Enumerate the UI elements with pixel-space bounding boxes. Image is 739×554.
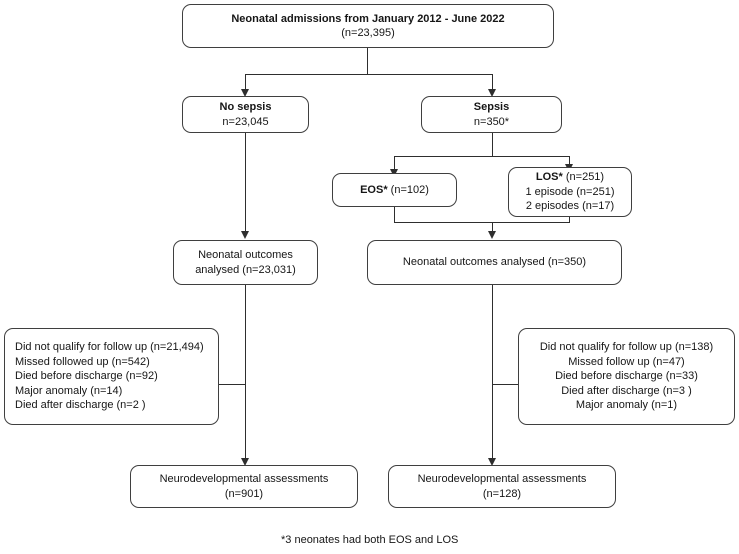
connector-merge-stem — [492, 222, 494, 234]
node-neonatal-admissions: Neonatal admissions from January 2012 - … — [182, 4, 554, 48]
node-eos: EOS* (n=102) — [332, 173, 457, 207]
node-assessments-left-line1: Neurodevelopmental assessments — [159, 473, 329, 485]
node-los-count: (n=251) — [562, 171, 605, 184]
connector-no-sepsis-to-outcomes — [245, 133, 247, 233]
arrow-to-no-sepsis — [241, 89, 249, 97]
connector-top-stem — [367, 48, 369, 74]
connector-exclusions-left-stub — [219, 384, 246, 386]
connector-left-outcomes-to-assessments — [245, 285, 247, 460]
box-exclusions-right: Did not qualify for follow up (n=138) Mi… — [518, 328, 735, 425]
node-assessments-left: Neurodevelopmental assessments (n=901) — [130, 465, 358, 508]
arrow-to-outcomes-right — [488, 231, 496, 239]
connector-sepsis-stem — [492, 133, 494, 157]
connector-top-split — [245, 74, 493, 76]
node-neonatal-admissions-line1: Neonatal admissions from January 2012 - … — [231, 12, 505, 25]
node-los-line2: 1 episode (n=251) — [525, 185, 615, 198]
connector-exclusions-right-stub — [492, 384, 518, 386]
connector-eos-los-merge — [394, 222, 570, 224]
node-no-sepsis-line2: n=23,045 — [222, 115, 269, 128]
connector-los-down — [569, 217, 571, 223]
box-exclusions-left: Did not qualify for follow up (n=21,494)… — [4, 328, 219, 425]
connector-right-outcomes-to-assessments — [492, 285, 494, 460]
node-sepsis: Sepsis n=350* — [421, 96, 562, 133]
node-los-line1: LOS* (n=251) — [536, 170, 604, 185]
exclusion-left-item: Major anomaly (n=14) — [15, 384, 123, 397]
arrow-to-assessments-left — [241, 458, 249, 466]
node-outcomes-left: Neonatal outcomes analysed (n=23,031) — [173, 240, 318, 285]
node-outcomes-left-line1: Neonatal outcomes — [198, 249, 293, 261]
exclusion-right-item: Died before discharge (n=33) — [555, 370, 698, 383]
arrow-no-sepsis-to-outcomes — [241, 231, 249, 239]
node-outcomes-right-line1: Neonatal outcomes analysed (n=350) — [402, 256, 587, 269]
connector-eos-down — [394, 207, 396, 223]
arrow-to-assessments-right — [488, 458, 496, 466]
node-sepsis-line2: n=350* — [473, 115, 510, 128]
exclusion-left-item: Missed followed up (n=542) — [15, 355, 150, 368]
node-no-sepsis-line1: No sepsis — [219, 101, 272, 113]
node-los-label: LOS* — [535, 171, 563, 184]
node-outcomes-left-line2: analysed (n=23,031) — [195, 263, 296, 276]
exclusion-right-item: Died after discharge (n=3 ) — [561, 384, 692, 397]
connector-to-los — [569, 156, 571, 167]
node-eos-label: EOS* — [360, 183, 388, 196]
exclusion-left-item: Did not qualify for follow up (n=21,494) — [15, 341, 204, 354]
node-outcomes-right: Neonatal outcomes analysed (n=350) — [367, 240, 622, 285]
node-sepsis-line1: Sepsis — [473, 101, 510, 113]
node-eos-line1: EOS* (n=102) — [360, 183, 429, 198]
connector-to-sepsis — [492, 74, 494, 91]
node-eos-count: (n=102) — [387, 183, 429, 196]
exclusion-right-item: Did not qualify for follow up (n=138) — [539, 341, 714, 354]
node-assessments-right-line2: (n=128) — [482, 487, 522, 500]
footnote: *3 neonates had both EOS and LOS — [281, 534, 459, 546]
node-assessments-right: Neurodevelopmental assessments (n=128) — [388, 465, 616, 508]
node-los-line3: 2 episodes (n=17) — [525, 200, 615, 213]
exclusion-right-item: Missed follow up (n=47) — [568, 355, 685, 368]
node-assessments-left-line2: (n=901) — [224, 487, 264, 500]
node-los: LOS* (n=251) 1 episode (n=251) 2 episode… — [508, 167, 632, 217]
node-assessments-right-line1: Neurodevelopmental assessments — [417, 473, 587, 485]
exclusion-left-item: Died after discharge (n=2 ) — [15, 399, 146, 412]
node-no-sepsis: No sepsis n=23,045 — [182, 96, 309, 133]
connector-to-no-sepsis — [245, 74, 247, 91]
connector-sepsis-split — [394, 156, 570, 158]
connector-to-eos — [394, 156, 396, 171]
node-neonatal-admissions-line2: (n=23,395) — [341, 27, 395, 39]
exclusion-right-item: Major anomaly (n=1) — [575, 399, 678, 412]
arrow-to-sepsis — [488, 89, 496, 97]
exclusion-left-item: Died before discharge (n=92) — [15, 370, 158, 383]
